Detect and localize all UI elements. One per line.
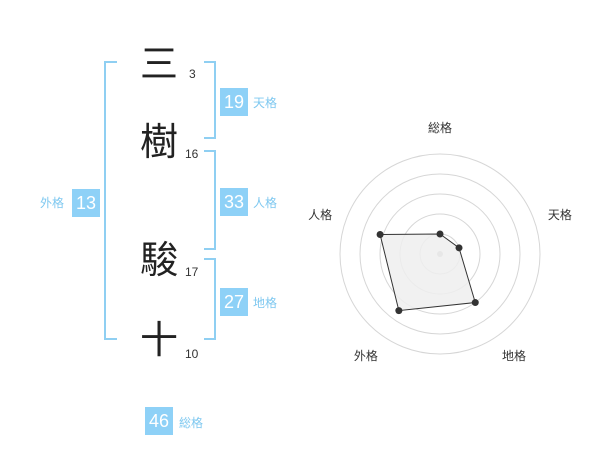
radar-ring-4 <box>359 173 521 335</box>
chikaku-badge: 27 <box>220 288 248 316</box>
gaikaku-bracket <box>104 61 117 340</box>
jinkaku-bracket <box>204 150 216 250</box>
stroke-count-4: 10 <box>185 347 199 361</box>
gaikaku-badge: 13 <box>72 189 100 217</box>
jinkaku-badge: 33 <box>220 188 248 216</box>
name-char-1: 三 <box>140 42 179 86</box>
jinkaku-label: 人格 <box>253 196 278 210</box>
radar-point-3 <box>471 299 479 307</box>
name-char-4: 十 <box>140 318 179 362</box>
radar-axis-label-4: 外格 <box>354 348 378 363</box>
name-char-2: 樹 <box>140 120 179 164</box>
radar-point-2 <box>455 244 463 252</box>
radar-polygon <box>379 233 476 312</box>
radar-point-4 <box>395 307 403 315</box>
name-char-3: 駿 <box>140 238 179 282</box>
radar-point-5 <box>376 231 384 239</box>
stroke-count-3: 17 <box>185 265 199 279</box>
radar-axis-label-5: 人格 <box>308 207 332 222</box>
tenkaku-label: 天格 <box>253 96 278 110</box>
tenkaku-badge: 19 <box>220 88 248 116</box>
stroke-count-2: 16 <box>185 147 199 161</box>
chikaku-bracket <box>204 258 216 340</box>
radar-ring-5 <box>339 153 541 355</box>
tenkaku-bracket <box>204 61 216 139</box>
gaikaku-label: 外格 <box>40 196 65 210</box>
radar-axis-label-1: 総格 <box>428 120 452 135</box>
chikaku-label: 地格 <box>253 296 278 310</box>
soukaku-label: 総格 <box>179 416 204 430</box>
radar-axis-label-3: 地格 <box>502 348 526 363</box>
radar-point-1 <box>436 230 444 238</box>
stroke-count-1: 3 <box>189 67 196 81</box>
soukaku-badge: 46 <box>145 407 173 435</box>
radar-axis-label-2: 天格 <box>548 207 572 222</box>
radar-ring-3 <box>379 193 501 315</box>
